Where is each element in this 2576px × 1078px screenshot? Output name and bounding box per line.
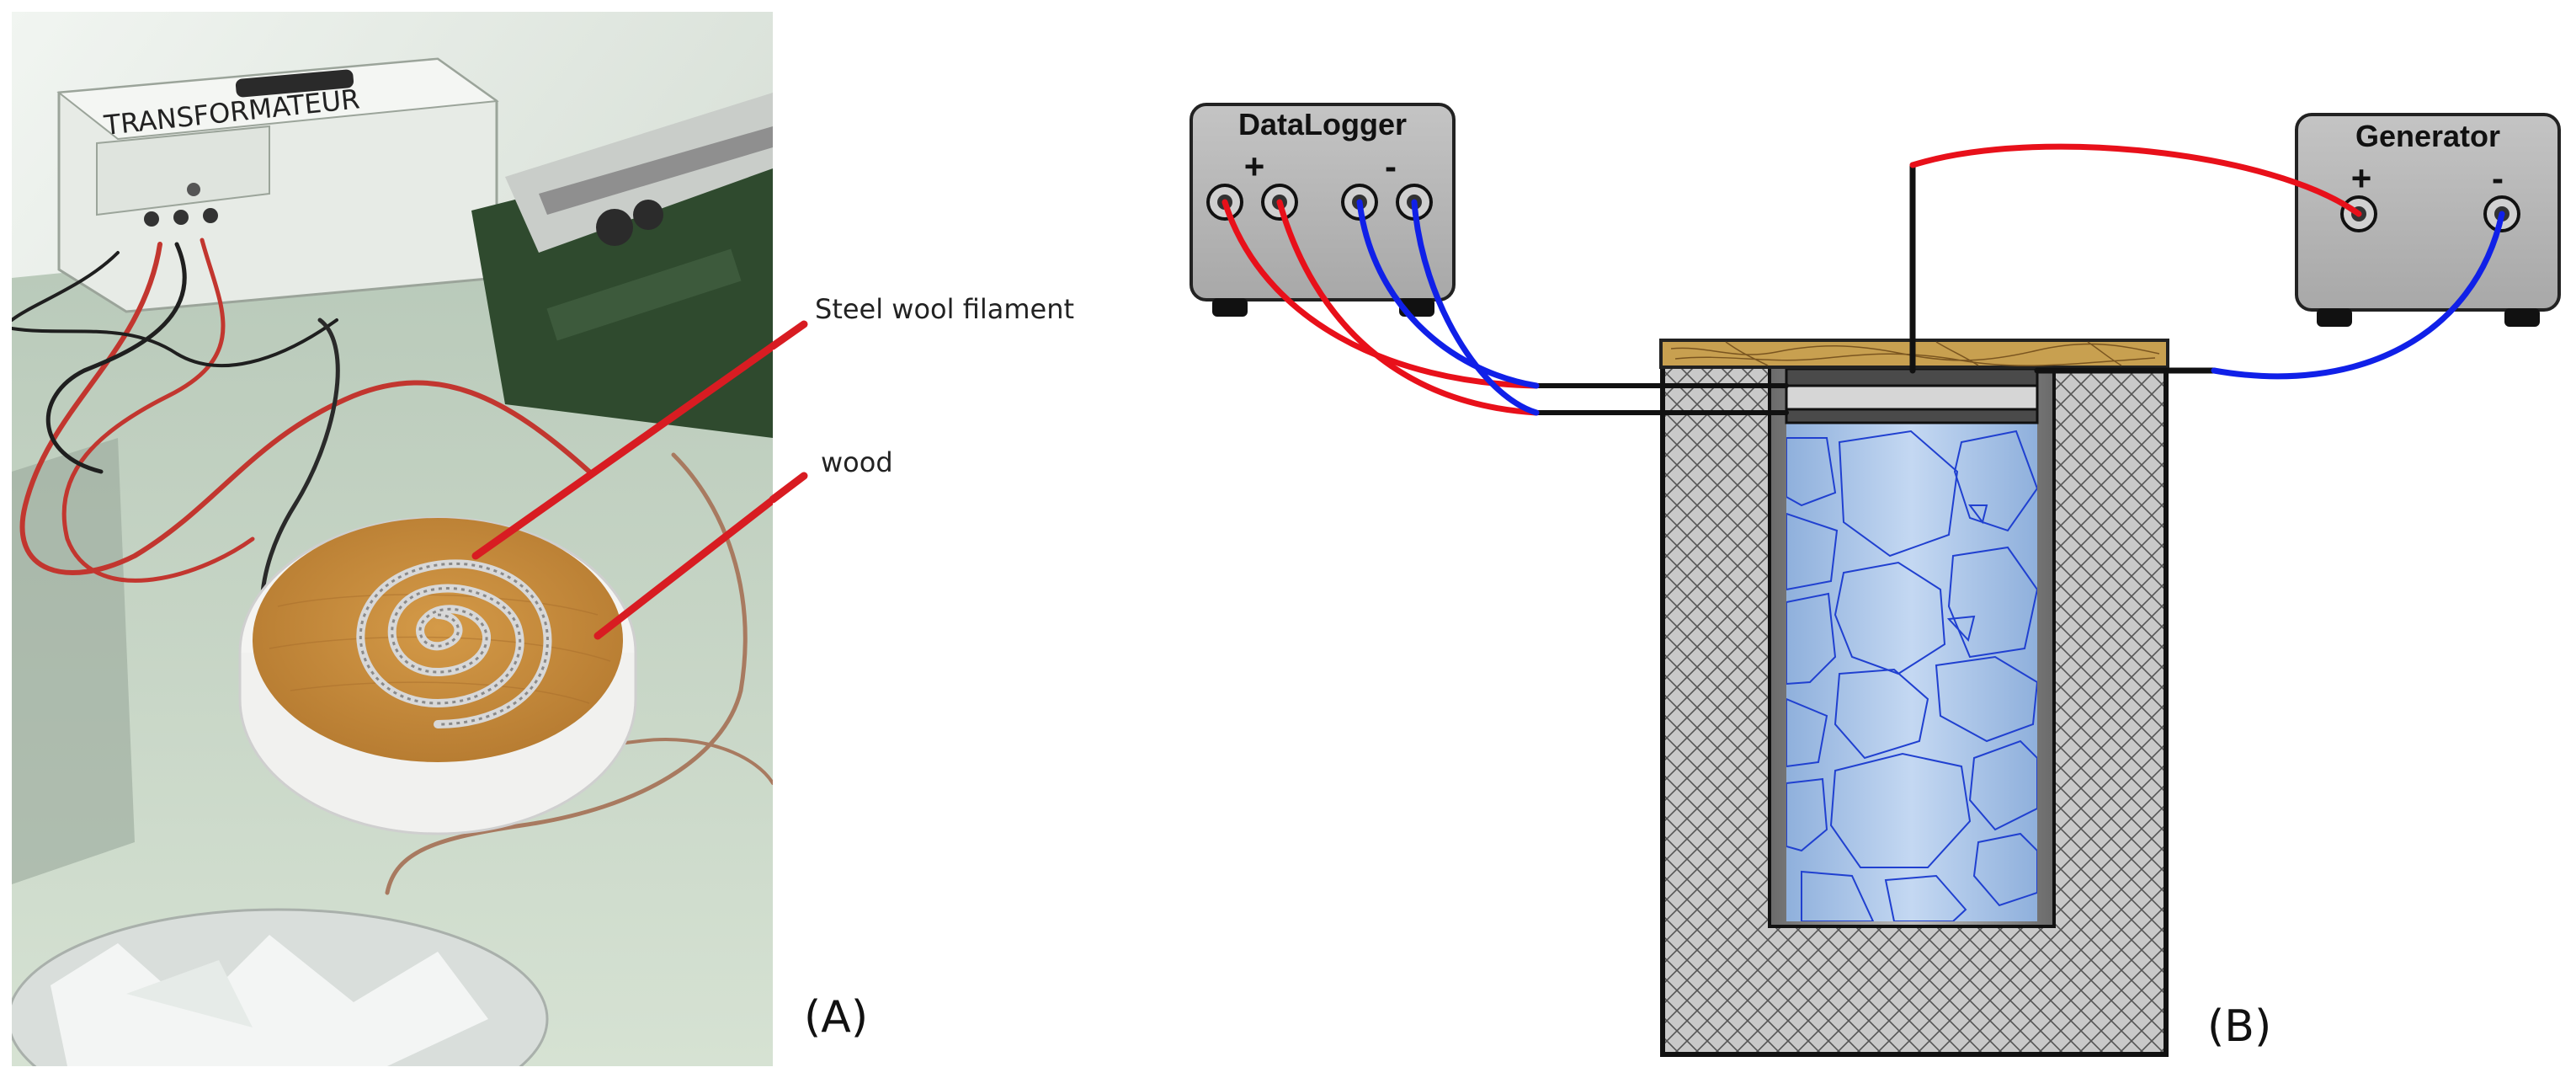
storage-tank bbox=[1659, 339, 2169, 1057]
transformer-terminal-icon bbox=[144, 211, 159, 227]
recorder-knob-icon bbox=[596, 209, 633, 246]
generator-minus-wire bbox=[2211, 211, 2505, 380]
chart-recorder bbox=[471, 93, 773, 438]
generator-plus-sign: + bbox=[2351, 158, 2372, 198]
filament-pointer bbox=[471, 341, 773, 560]
datalogger-minus-wire-1 bbox=[1356, 199, 1540, 389]
generator-device: Generator + - bbox=[2295, 113, 2561, 327]
datalogger-plus-wire-1 bbox=[1221, 199, 1540, 389]
transformer-terminal-icon bbox=[173, 210, 189, 225]
recorder-knob-icon bbox=[633, 200, 663, 230]
datalogger-foot bbox=[1212, 298, 1248, 317]
filament-pointer-tail bbox=[769, 320, 808, 350]
generator-minus-sign: - bbox=[2492, 158, 2504, 198]
foam-bucket bbox=[12, 908, 549, 1066]
wood-pointer-tail bbox=[769, 472, 808, 504]
generator-title: Generator bbox=[2355, 119, 2500, 153]
datalogger-minus-wire-2 bbox=[1411, 199, 1540, 416]
panel-b-label: (B) bbox=[2207, 1001, 2271, 1052]
wood-grain bbox=[1670, 341, 2160, 366]
generator-foot bbox=[2317, 308, 2352, 327]
wooden-platform bbox=[238, 516, 637, 835]
transformer-box: TRANSFORMATEUR bbox=[56, 57, 499, 313]
wood-disk bbox=[253, 518, 623, 762]
wiring bbox=[1221, 143, 2505, 416]
datalogger-plus-wire-2 bbox=[1276, 199, 1540, 416]
panel-b-diagram: DataLogger + - Generator + - bbox=[1190, 103, 2561, 1057]
transformer-handle bbox=[235, 69, 354, 98]
rock-pattern bbox=[1786, 430, 2037, 921]
wood-annotation: wood bbox=[821, 446, 893, 478]
datalogger-minus-sign: - bbox=[1385, 147, 1397, 186]
generator-foot bbox=[2504, 308, 2540, 327]
transformer-terminal-icon bbox=[203, 208, 218, 223]
panel-a-label: (A) bbox=[804, 992, 868, 1043]
table-leg-shadow bbox=[12, 438, 135, 884]
datalogger-plus-sign: + bbox=[1244, 147, 1265, 186]
transformer-knob-icon bbox=[187, 183, 200, 196]
generator-plus-wire bbox=[1909, 143, 2362, 217]
heater-plate-bottom bbox=[1785, 408, 2039, 424]
heater-element bbox=[1785, 384, 2039, 411]
datalogger-title: DataLogger bbox=[1238, 107, 1407, 141]
panel-a-photo: TRANSFORMATEUR bbox=[12, 12, 773, 1066]
filament-annotation: Steel wool filament bbox=[815, 293, 1074, 325]
wood-pointer bbox=[593, 494, 773, 640]
